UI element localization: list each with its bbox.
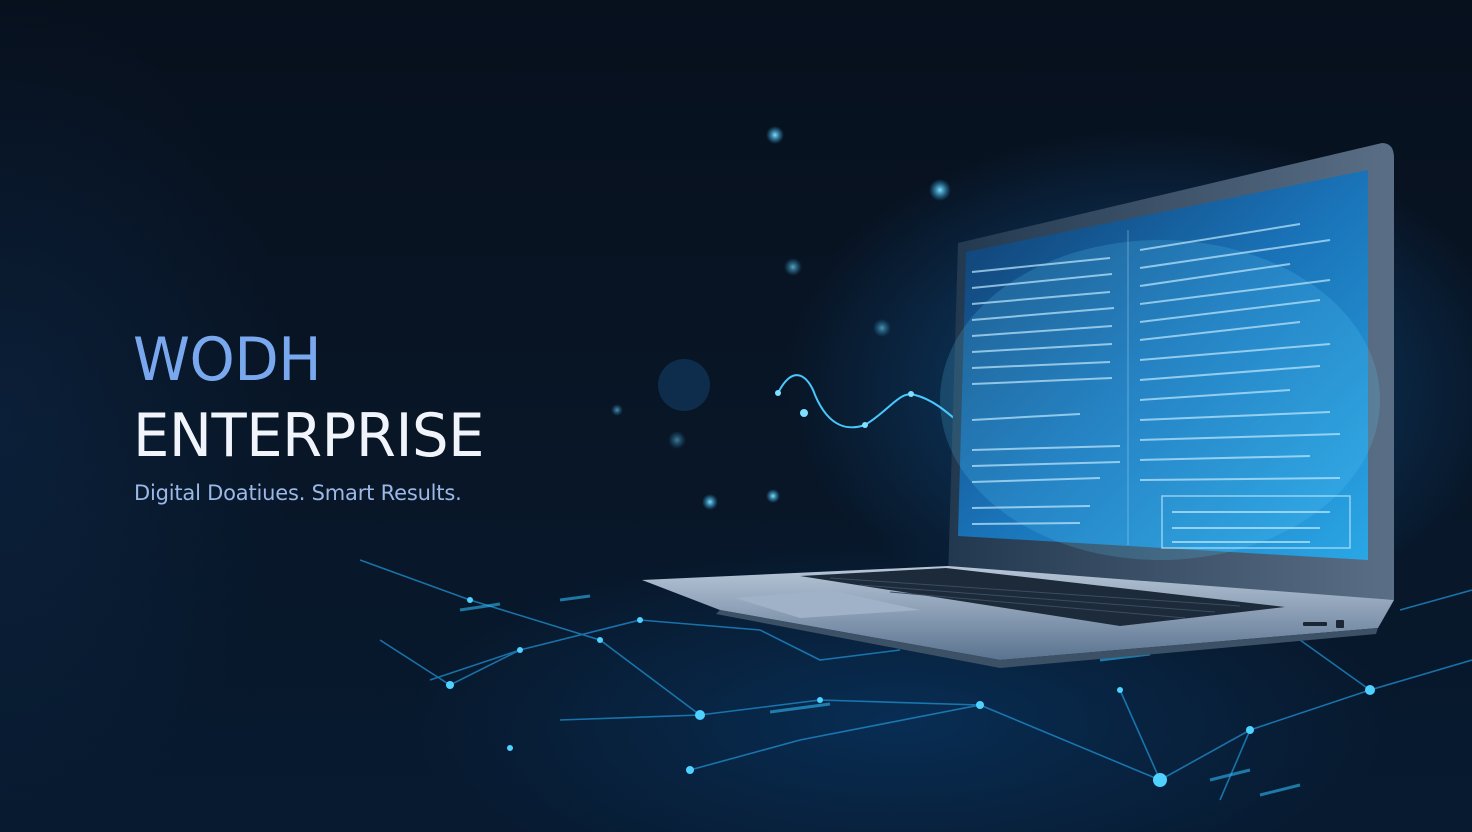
- brand-tagline: Digital Doatiues. Smart Results.: [134, 481, 462, 505]
- wave-nodes: [775, 390, 914, 428]
- floating-particles: [611, 126, 951, 510]
- laptop-trackpad: [735, 590, 920, 618]
- brand-name-line2: ENTERPRISE: [133, 401, 484, 471]
- port-icon: [1336, 620, 1344, 628]
- brand-name-line1: WODH: [133, 325, 322, 395]
- network-nodes: [446, 597, 1375, 787]
- usb-port-icon: [1303, 622, 1327, 626]
- keyboard-key-rows: [829, 577, 1241, 619]
- laptop-base: [642, 566, 1394, 660]
- brand-headline: WODH ENTERPRISE: [133, 322, 499, 474]
- screen-panel-box: [1161, 495, 1351, 549]
- screen-text-lines: [971, 223, 1341, 525]
- data-wave-line: [777, 374, 969, 431]
- laptop-keyboard: [800, 568, 1285, 626]
